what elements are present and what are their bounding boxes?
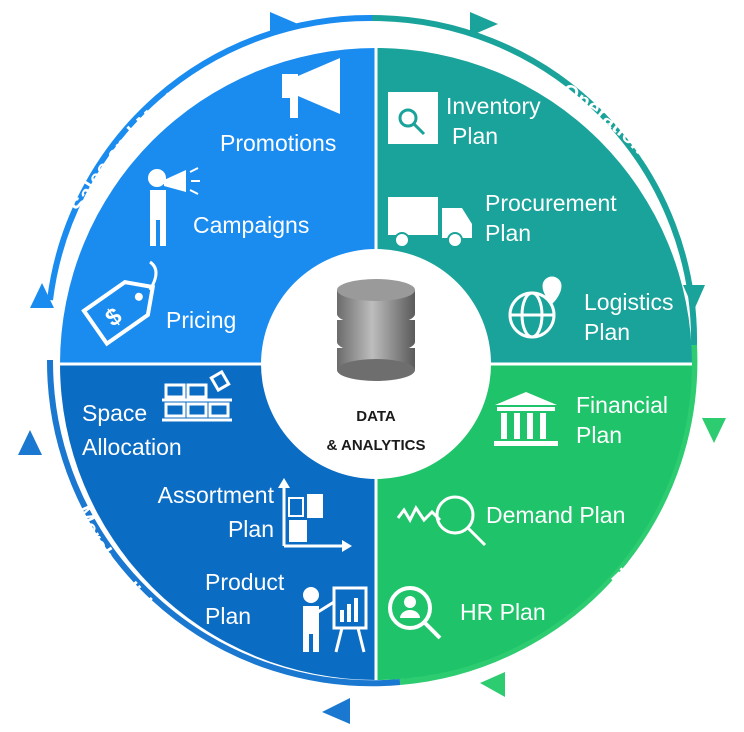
ring-finance [399,344,698,685]
financial-line-1: Financial [576,392,669,418]
procurement-line-2: Plan [485,220,532,246]
item-space-allocation: Space Allocation [82,398,182,462]
center-line-2: & ANALYTICS [326,437,426,454]
arrow-icon [480,672,505,697]
inventory-line-2: Plan [452,123,499,149]
arrow-icon [702,418,726,443]
item-procurement-plan: Procurement Plan [485,188,617,248]
logistics-line-1: Logistics [584,289,674,315]
product-line-2: Plan [205,603,252,629]
item-campaigns: Campaigns [193,212,310,238]
inventory-line-1: Inventory [446,93,541,119]
arrow-icon [270,12,298,36]
item-promotions: Promotions [220,130,337,156]
presenter-board-icon [303,586,368,653]
hr-search-icon [388,586,442,640]
shelves-icon [162,369,232,422]
demand-graph-icon [396,495,487,547]
financial-line-2: Plan [576,422,623,448]
space-line-1: Space [82,400,148,426]
arrow-icon [470,12,498,36]
arrow-icon [322,698,350,724]
item-pricing: Pricing [166,307,237,333]
ring-operations [371,15,698,346]
person-megaphone-icon [148,167,200,246]
space-line-2: Allocation [82,434,182,460]
item-financial-plan: Financial Plan [576,390,668,450]
center-line-1: DATA [356,408,396,425]
delivery-truck-icon [388,197,472,248]
item-product-plan: Product Plan [205,567,284,631]
arrow-icon [18,430,42,455]
outer-ring [18,12,726,724]
item-hr-plan: HR Plan [460,599,546,625]
inventory-box-icon [388,92,438,144]
ring-sales [47,14,373,301]
database-icon [337,279,415,381]
assortment-chart-icon [278,478,352,552]
procurement-line-1: Procurement [485,190,617,216]
assortment-line-1: Assortment [157,482,274,508]
logistics-line-2: Plan [584,319,631,345]
globe-pin-icon [508,276,562,339]
product-line-1: Product [205,569,285,595]
ring-merchandising [46,359,401,687]
item-assortment-plan: Assortment Plan [122,480,274,544]
item-demand-plan: Demand Plan [486,502,626,528]
center-title: DATA & ANALYTICS [286,408,466,454]
arrow-icon [683,285,705,310]
bank-building-icon [494,392,558,446]
item-inventory-plan: Inventory Plan [446,91,541,151]
item-logistics-plan: Logistics Plan [584,287,673,347]
assortment-line-2: Plan [227,516,274,542]
megaphone-icon [282,58,340,118]
arrow-icon [30,283,54,308]
